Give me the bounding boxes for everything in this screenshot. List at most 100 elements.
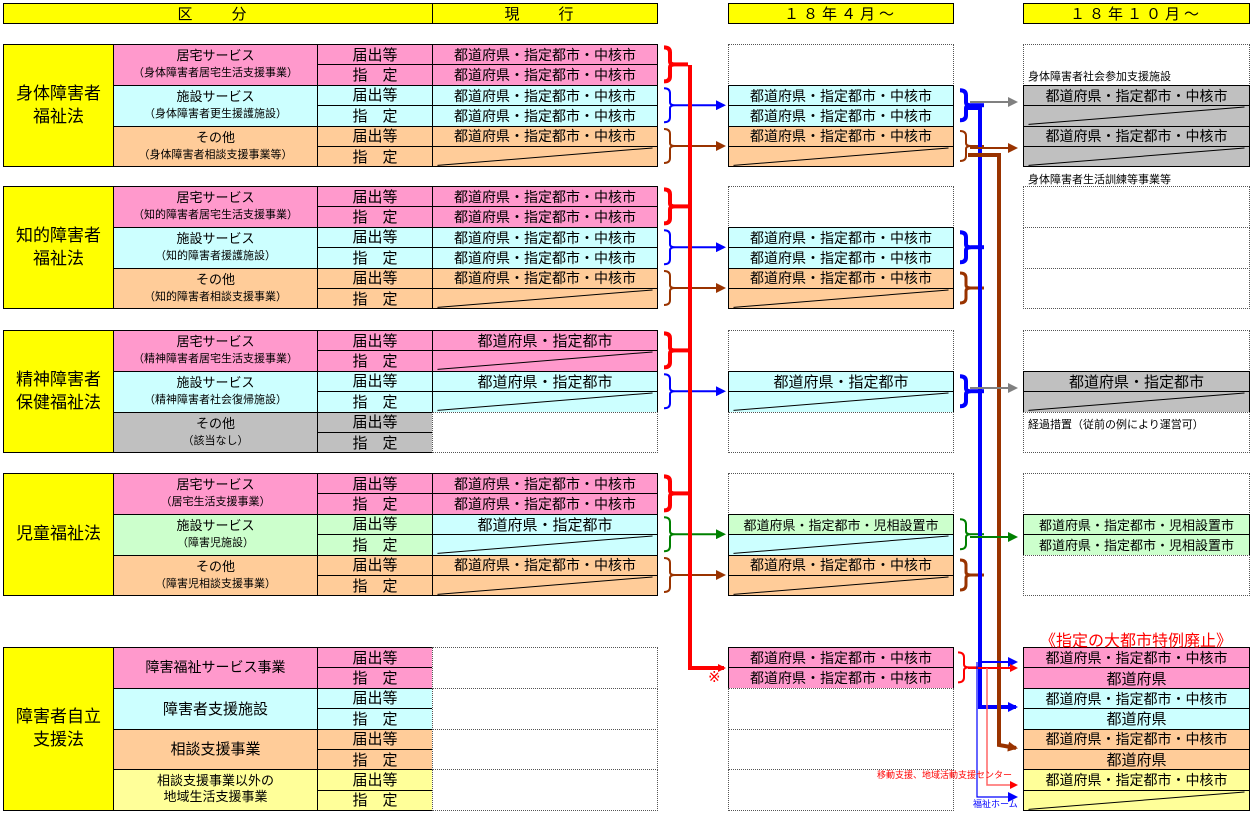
current-authority-cell: 都道府県・指定都市・中核市 — [432, 186, 658, 208]
april-authority-cell: 都道府県・指定都市・中核市 — [728, 267, 954, 289]
service-category: その他（該当なし） — [113, 411, 318, 454]
service-name: その他 — [195, 416, 235, 432]
red-mobility-arrow — [986, 668, 1018, 789]
april-authority-cell: 都道府県・指定都市・中核市 — [728, 647, 954, 669]
law-name: 障害者自立 支援法 — [3, 647, 114, 812]
service-name: 居宅サービス — [176, 335, 255, 351]
red-bracket — [663, 45, 676, 84]
current-authority-cell: 都道府県・指定都市・中核市 — [432, 554, 658, 576]
october-authority-cell: 都道府県・指定都市・児相設置市 — [1023, 513, 1250, 536]
not-applicable-diagonal — [433, 535, 657, 554]
april-authority-cell: 都道府県・指定都市・中核市 — [728, 667, 954, 689]
october-authority-cell: 都道府県・指定都市・中核市 — [1023, 728, 1250, 750]
current-authority-empty — [432, 647, 658, 689]
brown-bracket-right — [959, 558, 972, 592]
red-bracket — [663, 187, 676, 226]
october-authority-cell: 都道府県・指定都市・中核市 — [1023, 84, 1250, 107]
service-subname: 地域生活支援事業 — [163, 790, 268, 806]
blue-bracket — [663, 229, 676, 266]
header-october: １８年１０月～ — [1023, 3, 1250, 24]
service-category: 相談支援事業以外の地域生活支援事業 — [113, 769, 318, 812]
not-applicable-diagonal — [729, 576, 953, 595]
service-name: 施設サービス — [176, 519, 255, 535]
service-subname: （身体障害者居宅生活支援事業） — [133, 66, 298, 80]
service-category: 相談支援事業 — [113, 728, 318, 771]
header-current: 現 行 — [432, 3, 658, 24]
service-name: 居宅サービス — [176, 49, 255, 65]
current-authority-cell: 都道府県・指定都市 — [432, 330, 658, 352]
row-label: 指 定 — [317, 493, 433, 515]
row-label: 指 定 — [317, 105, 433, 127]
brown-bracket-right — [959, 271, 972, 305]
service-name: 居宅サービス — [176, 478, 255, 494]
blue-bracket-right — [959, 88, 972, 123]
red-bracket — [663, 331, 676, 370]
not-applicable-diagonal — [433, 392, 657, 411]
brown-bracket — [663, 128, 676, 164]
current-authority-empty — [432, 687, 658, 730]
service-name: 施設サービス — [176, 232, 255, 248]
service-name: 相談支援事業 — [170, 740, 261, 759]
april-authority-empty — [728, 411, 954, 454]
october-authority-cell: 都道府県 — [1023, 667, 1250, 689]
service-category: 障害者支援施設 — [113, 687, 318, 730]
not-applicable-diagonal — [1024, 791, 1249, 810]
not-applicable-diagonal — [729, 535, 953, 554]
caption-transitional: 経過措置（従前の例により運営可） — [1028, 418, 1204, 431]
red-bracket — [663, 474, 676, 513]
october-authority-empty — [1023, 226, 1250, 269]
brown-bracket — [663, 557, 676, 593]
service-subname: （知的障害者居宅生活支援事業） — [133, 208, 298, 222]
current-authority-cell: 都道府県・指定都市・中核市 — [432, 84, 658, 107]
service-name: 施設サービス — [176, 90, 255, 106]
october-authority-empty — [1023, 473, 1250, 515]
service-subname: （身体障害者相談支援事業等） — [138, 147, 293, 161]
note-mark: ※ — [708, 668, 721, 686]
not-applicable-diagonal — [1024, 147, 1249, 166]
not-applicable-diagonal — [433, 147, 657, 166]
law-name: 児童福祉法 — [3, 473, 114, 597]
current-authority-empty — [432, 769, 658, 812]
service-subname: （知的障害者援護施設） — [155, 249, 276, 263]
service-name: 施設サービス — [176, 376, 255, 392]
service-category: 施設サービス（精神障害者社会復帰施設） — [113, 370, 318, 413]
blue-bracket — [663, 87, 676, 124]
october-authority-empty — [1023, 267, 1250, 310]
april-authority-cell: 都道府県・指定都市・児相設置市 — [728, 513, 954, 536]
row-label: 届出等 — [317, 513, 433, 536]
blue-bracket-right — [959, 230, 972, 265]
current-authority-cell: 都道府県・指定都市・中核市 — [432, 267, 658, 289]
service-category: その他（知的障害者相談支援事業） — [113, 267, 318, 310]
row-label: 届出等 — [317, 554, 433, 576]
service-subname: （身体障害者更生援護施設） — [144, 107, 287, 121]
service-name: 居宅サービス — [176, 191, 255, 207]
service-subname: （障害児施設） — [177, 536, 254, 550]
april-authority-cell: 都道府県・指定都市・中核市 — [728, 554, 954, 576]
caption-abolition: 《指定の大都市特例廃止》 — [1040, 631, 1233, 650]
service-subname: （知的障害者相談支援事業） — [144, 289, 287, 303]
october-authority-cell — [1023, 789, 1250, 812]
not-applicable-diagonal — [1024, 392, 1249, 411]
brown-trunk-line — [968, 153, 1018, 752]
green-bracket-right — [959, 518, 972, 551]
red-trunk-line — [688, 65, 726, 672]
october-authority-cell: 都道府県・指定都市・中核市 — [1023, 687, 1250, 710]
service-name: 障害福祉サービス事業 — [145, 659, 286, 676]
april-authority-cell: 都道府県・指定都市・中核市 — [728, 84, 954, 107]
row-label: 指 定 — [317, 534, 433, 556]
current-authority-cell: 都道府県・指定都市 — [432, 513, 658, 536]
row-label: 届出等 — [317, 728, 433, 750]
not-applicable-diagonal — [1024, 106, 1249, 125]
not-applicable-diagonal — [433, 351, 657, 370]
blue-bracket-right — [959, 374, 972, 409]
not-applicable-diagonal — [729, 147, 953, 166]
service-category: 居宅サービス（居宅生活支援事業） — [113, 473, 318, 515]
october-authority-empty — [1023, 554, 1250, 597]
april-authority-cell: 都道府県・指定都市・中核市 — [728, 226, 954, 249]
current-authority-cell: 都道府県・指定都市 — [432, 370, 658, 393]
not-applicable-diagonal — [433, 576, 657, 595]
caption-welfare-home: 福祉ホーム — [973, 800, 1018, 810]
law-name: 身体障害者 福祉法 — [3, 44, 114, 168]
current-authority-cell — [432, 288, 658, 310]
april-authority-cell — [728, 575, 954, 597]
